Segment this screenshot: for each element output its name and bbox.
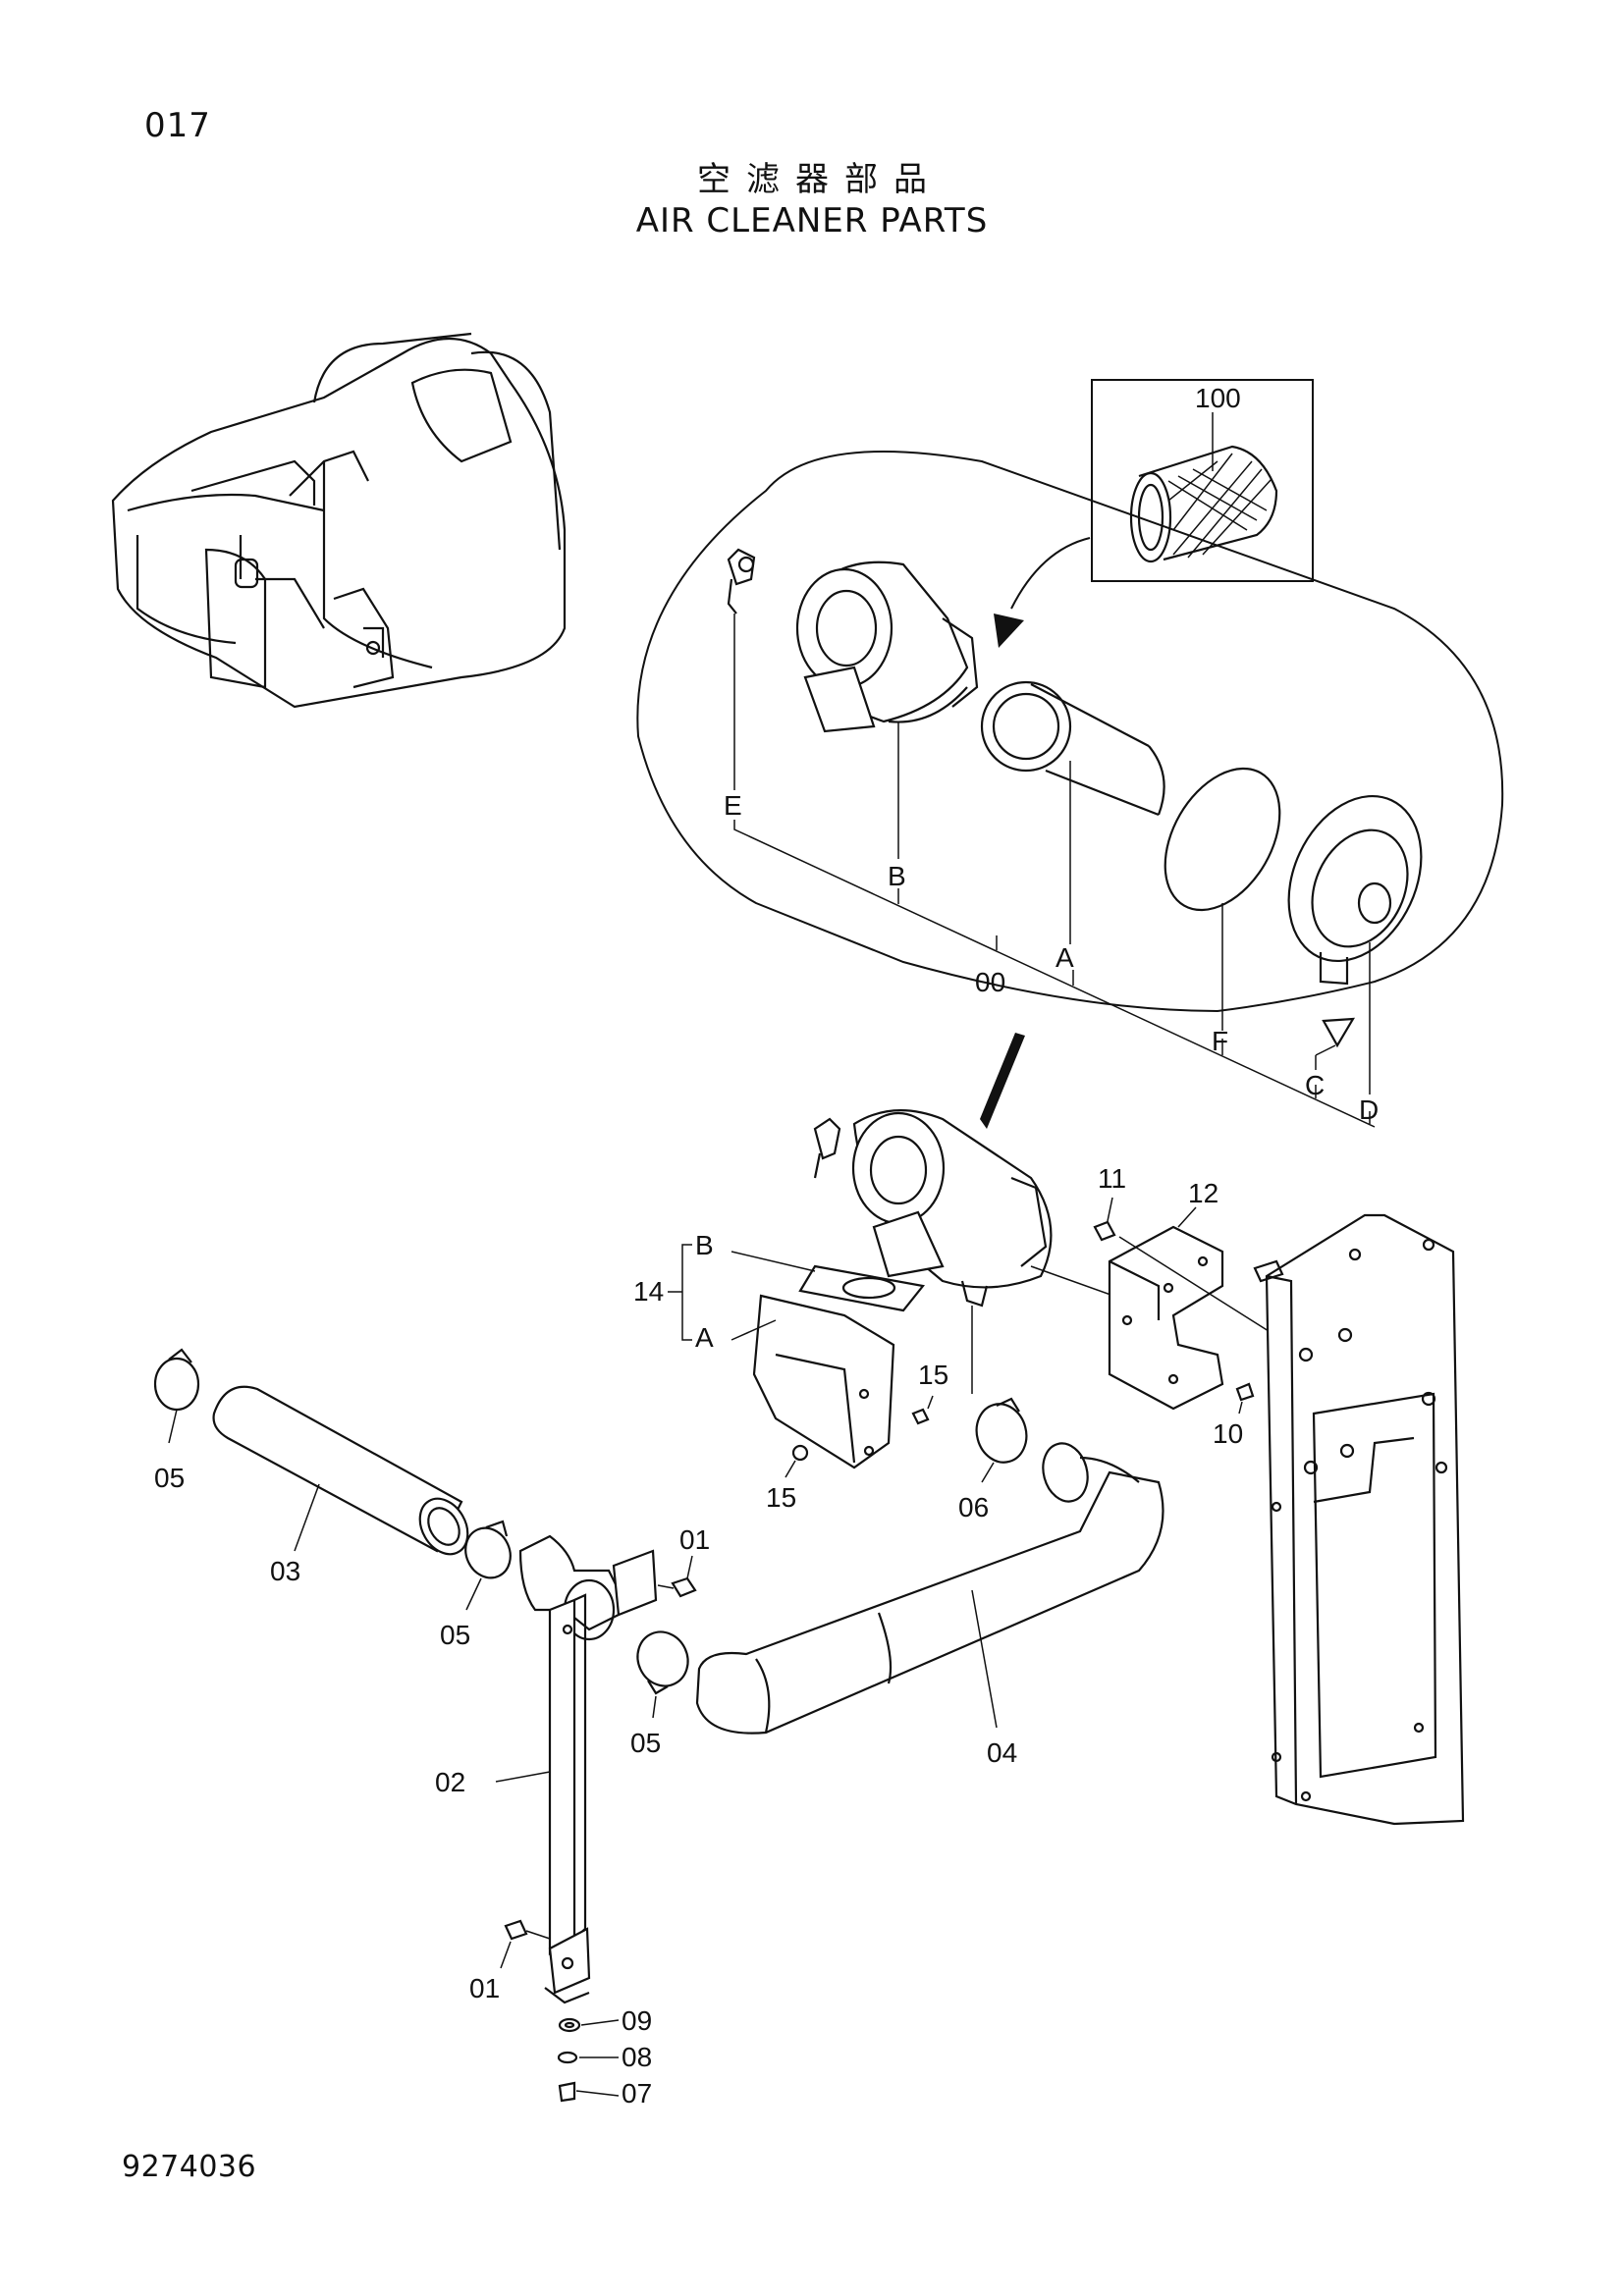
title-chinese: 空滤器部品 bbox=[697, 160, 943, 199]
clamp-05-upper-left: 05 bbox=[153, 1348, 200, 1493]
callout-08: 08 bbox=[622, 2042, 652, 2072]
drawing-code: 9274036 bbox=[122, 2150, 257, 2184]
callout-00: 00 bbox=[975, 967, 1005, 997]
title-english: AIR CLEANER PARTS bbox=[635, 201, 989, 240]
callout-A-element: A bbox=[1056, 942, 1074, 973]
bracket-12: 11 12 10 bbox=[1093, 1163, 1307, 1449]
callout-C: C bbox=[1305, 1070, 1325, 1100]
callout-03: 03 bbox=[270, 1556, 300, 1586]
assembled-air-cleaner bbox=[813, 1109, 1169, 1394]
page-number: 017 bbox=[144, 106, 211, 145]
callout-01-upper: 01 bbox=[679, 1524, 710, 1555]
callout-E: E bbox=[724, 790, 742, 821]
callout-14-B: B bbox=[695, 1230, 714, 1260]
callout-02: 02 bbox=[435, 1767, 465, 1797]
callout-05-middle: 05 bbox=[440, 1620, 470, 1650]
air-cleaner-exploded-view: E B 00 A F C D bbox=[636, 451, 1504, 1128]
callout-12: 12 bbox=[1188, 1178, 1218, 1208]
assembly-arrow bbox=[980, 1033, 1025, 1129]
callout-14: 14 bbox=[633, 1276, 664, 1307]
callout-05-lower: 05 bbox=[630, 1728, 661, 1758]
fasteners-09-08-07: 09 08 07 bbox=[557, 2005, 652, 2109]
machine-overview bbox=[111, 332, 567, 709]
clamp-05-middle: 05 bbox=[440, 1520, 512, 1650]
callout-04: 04 bbox=[987, 1737, 1017, 1768]
callout-14-A: A bbox=[695, 1322, 714, 1353]
inset-arrow bbox=[994, 537, 1091, 648]
callout-15-upper: 15 bbox=[918, 1360, 948, 1390]
callout-11: 11 bbox=[1098, 1163, 1126, 1194]
callout-05-upper-left: 05 bbox=[154, 1463, 185, 1493]
side-panel bbox=[1253, 1213, 1465, 1826]
callout-100: 100 bbox=[1195, 383, 1241, 413]
callout-15-lower: 15 bbox=[766, 1482, 796, 1513]
callout-07: 07 bbox=[622, 2078, 652, 2109]
pipe-03: 03 bbox=[212, 1385, 469, 1586]
callout-D: D bbox=[1359, 1095, 1379, 1125]
bolt-01-lower: 01 bbox=[469, 1919, 551, 2003]
callout-01-lower: 01 bbox=[469, 1973, 500, 2003]
callout-09: 09 bbox=[622, 2005, 652, 2036]
callout-10: 10 bbox=[1213, 1418, 1243, 1449]
callout-06: 06 bbox=[958, 1492, 989, 1522]
mount-bracket-14: B A 14 15 15 bbox=[633, 1230, 948, 1513]
hose-04: 04 bbox=[695, 1442, 1164, 1768]
support-02: 02 bbox=[435, 1534, 658, 2004]
clamp-06: 06 bbox=[958, 1397, 1028, 1522]
callout-F: F bbox=[1212, 1026, 1228, 1056]
bolt-01-upper: 01 bbox=[657, 1524, 710, 1598]
clamp-05-lower: 05 bbox=[630, 1630, 689, 1758]
callout-B-housing: B bbox=[888, 861, 906, 891]
